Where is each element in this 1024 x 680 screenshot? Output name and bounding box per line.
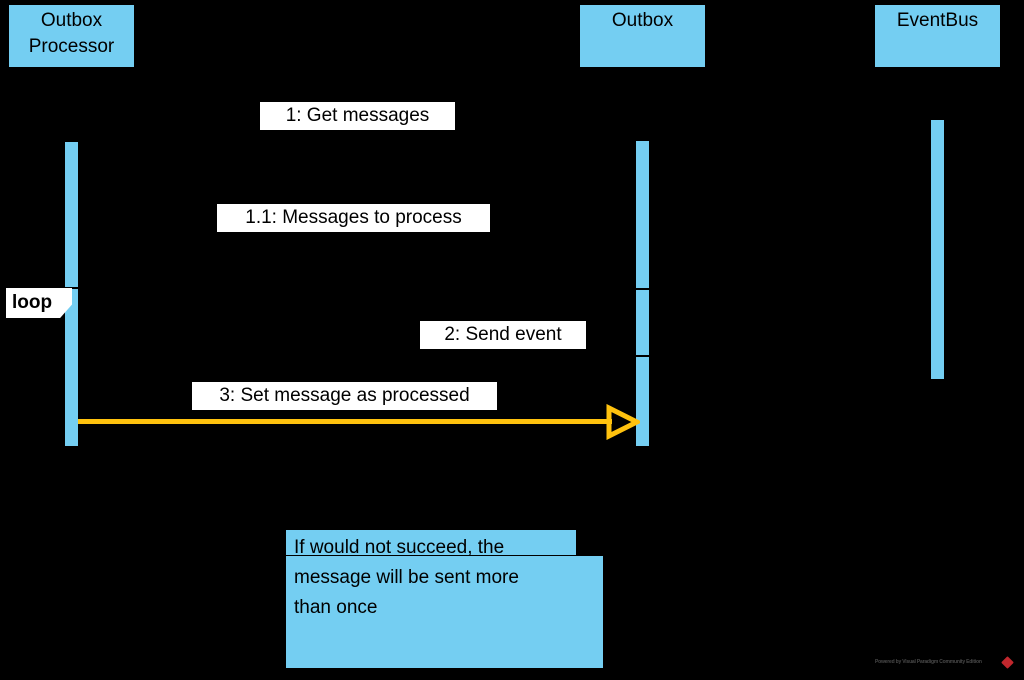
activation-bar-outbox-segment-1 xyxy=(635,140,650,289)
message-arrow-3-head-icon xyxy=(606,404,640,440)
participant-eventbus[interactable]: EventBus xyxy=(874,4,1001,68)
message-label-1[interactable]: 1: Get messages xyxy=(260,102,455,130)
message-arrow-3-line xyxy=(78,419,612,424)
participant-outbox-processor[interactable]: Outbox Processor xyxy=(8,4,135,68)
message-label-2[interactable]: 2: Send event xyxy=(420,321,586,349)
participant-outbox[interactable]: Outbox xyxy=(579,4,706,68)
message-label-3[interactable]: 3: Set message as processed xyxy=(192,382,497,410)
note-box-lower xyxy=(285,555,604,669)
watermark-text: Powered by Visual Paradigm Community Edi… xyxy=(875,659,982,665)
watermark-logo-icon xyxy=(1001,656,1014,669)
activation-bar-eventbus xyxy=(930,119,945,380)
activation-bar-outbox-processor-lower xyxy=(64,288,79,447)
message-label-1-1[interactable]: 1.1: Messages to process xyxy=(217,204,490,232)
activation-bar-outbox-segment-3 xyxy=(635,356,650,447)
activation-bar-outbox-segment-2 xyxy=(635,289,650,356)
fragment-tag-loop[interactable]: loop xyxy=(6,288,72,318)
activation-bar-outbox-processor-upper xyxy=(64,141,79,288)
note-text: If would not succeed, the message will b… xyxy=(294,537,519,618)
